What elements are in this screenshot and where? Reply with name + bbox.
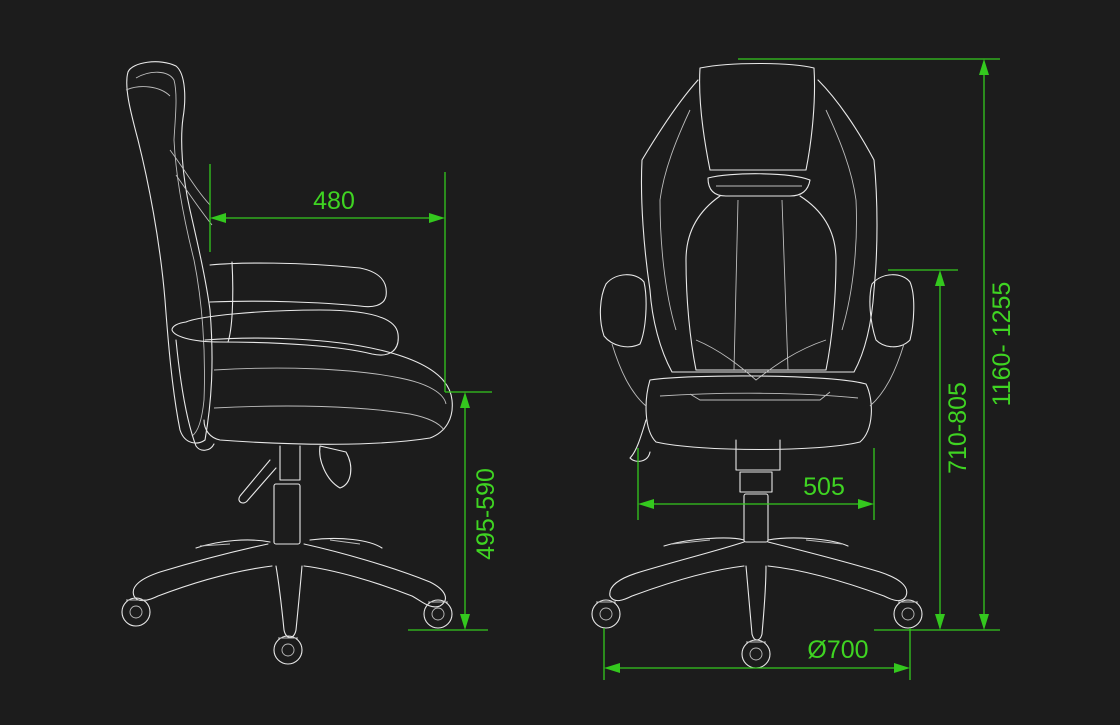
seat-height-dimension: 495-590 bbox=[408, 391, 500, 631]
seat-width-dimension: 505 bbox=[637, 448, 875, 520]
front-view-chair bbox=[591, 62, 923, 669]
seat-width-label: 505 bbox=[803, 473, 845, 501]
total-height-dimension: 1160- 1255 bbox=[738, 58, 1016, 631]
seat-depth-label: 480 bbox=[313, 187, 355, 215]
side-view-chair bbox=[121, 61, 453, 665]
total-height-label: 1160- 1255 bbox=[988, 282, 1016, 407]
base-diameter-dimension: Ø700 bbox=[603, 628, 911, 680]
base-diameter-label: Ø700 bbox=[807, 636, 868, 664]
seat-height-label: 495-590 bbox=[472, 468, 500, 560]
armrest-height-label: 710-805 bbox=[944, 382, 972, 474]
armrest-height-dimension: 710-805 bbox=[888, 269, 972, 630]
seat-depth-dimension: 480 bbox=[209, 164, 446, 392]
